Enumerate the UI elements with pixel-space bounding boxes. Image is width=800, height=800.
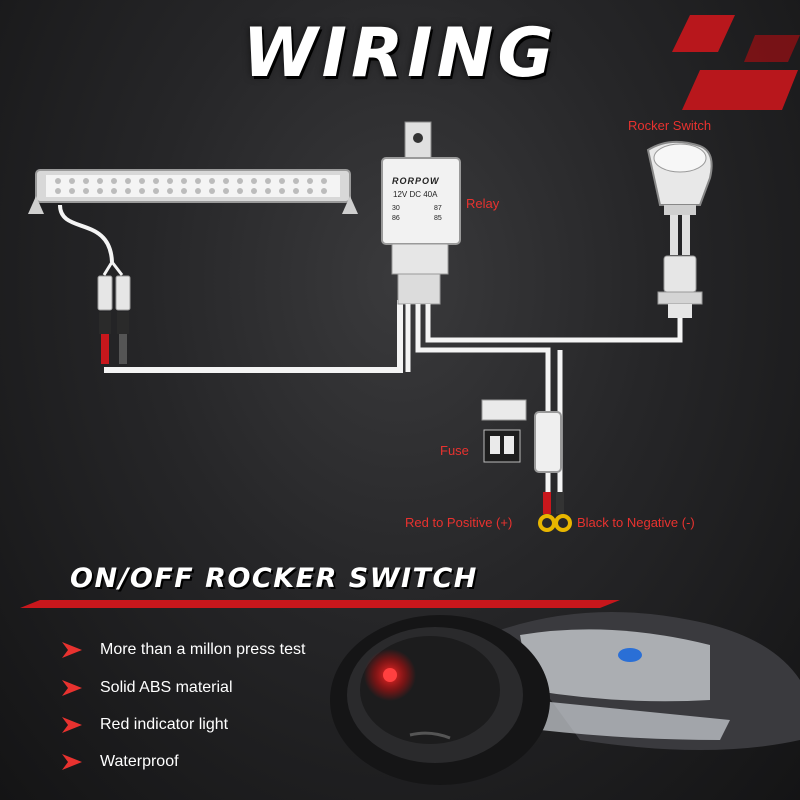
positive-label: Red to Positive (+) <box>405 515 513 530</box>
negative-label: Black to Negative (-) <box>577 515 695 530</box>
rocker-switch-photo <box>330 612 800 785</box>
feature-item: Solid ABS material <box>62 676 233 700</box>
section-title: ON/OFF ROCKER SWITCH <box>70 563 478 594</box>
relay-label: Relay <box>466 196 500 211</box>
feature-item: More than a millon press test <box>62 638 305 662</box>
section-banner-stripe <box>20 600 620 608</box>
fuse-holder <box>481 399 562 473</box>
rocker-switch-schematic <box>646 140 713 318</box>
relay-rating: 12V DC 40A <box>393 190 438 199</box>
rocker-switch-label: Rocker Switch <box>628 118 712 133</box>
negative-ring-terminal <box>554 514 572 532</box>
red-arrow-icon <box>62 754 82 770</box>
positive-ring-terminal <box>538 514 556 532</box>
wiring-schematic <box>28 121 713 532</box>
relay-pin-87: 87 <box>434 205 442 212</box>
feature-item: Waterproof <box>62 750 179 774</box>
fuse-label: Fuse <box>440 443 469 458</box>
red-arrow-icon <box>62 717 82 733</box>
page-title: WIRING <box>242 14 558 93</box>
relay-pin-85: 85 <box>434 215 442 222</box>
feature-text: More than a millon press test <box>100 641 306 658</box>
feature-text: Waterproof <box>100 753 179 770</box>
decorative-red-blocks <box>672 15 800 110</box>
led-light-bar <box>28 169 358 214</box>
relay-pin-30: 30 <box>392 205 400 212</box>
red-arrow-icon <box>62 680 82 696</box>
red-arrow-icon <box>62 642 82 658</box>
relay-brand: RORPOW <box>392 176 440 186</box>
lightbar-connectors <box>97 275 131 364</box>
relay-pin-86: 86 <box>392 215 400 222</box>
relay-unit <box>381 121 461 305</box>
feature-text: Red indicator light <box>100 716 229 733</box>
feature-text: Solid ABS material <box>100 679 233 696</box>
feature-item: Red indicator light <box>62 713 228 737</box>
